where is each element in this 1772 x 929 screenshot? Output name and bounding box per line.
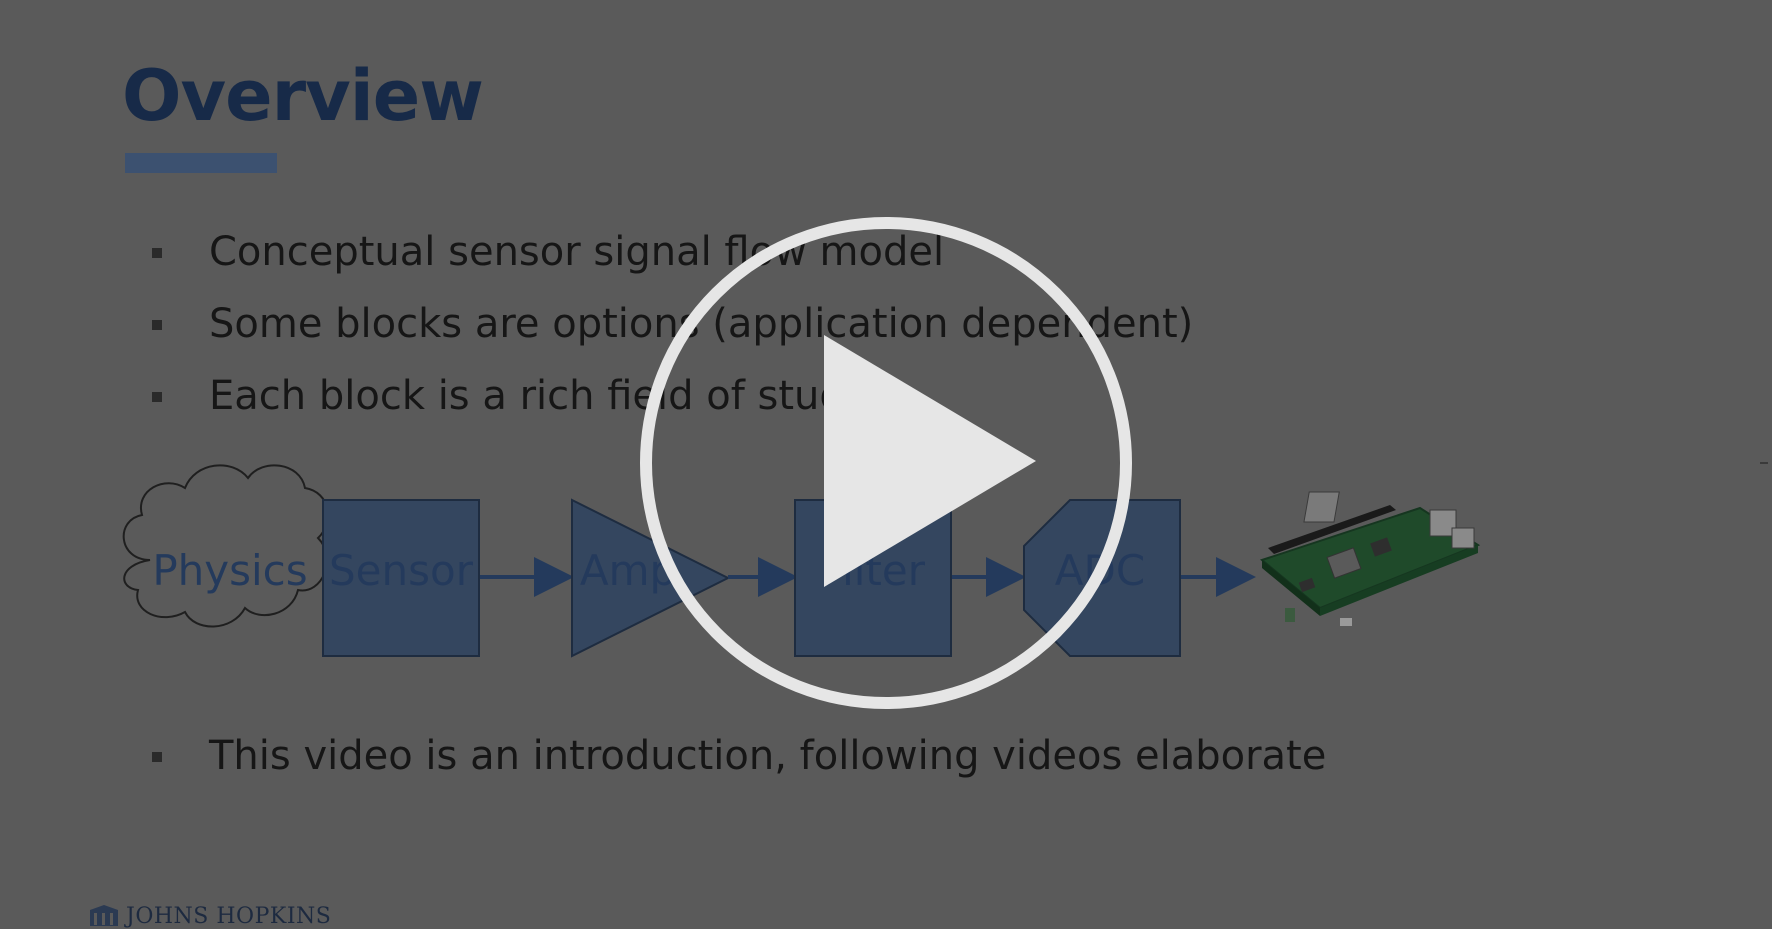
raspberry-pi-board-icon bbox=[1259, 491, 1481, 626]
edge-mark bbox=[1760, 462, 1768, 464]
play-button[interactable] bbox=[636, 213, 1136, 713]
bullet-text: This video is an introduction, following… bbox=[209, 733, 1327, 779]
amp-block: Amp bbox=[571, 498, 731, 658]
johns-hopkins-logo: JOHNS HOPKINS bbox=[88, 903, 332, 929]
university-shield-icon bbox=[90, 905, 118, 926]
logo-text: JOHNS HOPKINS bbox=[126, 903, 332, 929]
physics-cloud: Physics bbox=[122, 464, 329, 628]
bullet-marker bbox=[152, 320, 162, 330]
slide-title: Overview bbox=[122, 55, 484, 137]
title-underline bbox=[125, 153, 277, 173]
bullet-text: Each block is a rich field of study bbox=[209, 373, 869, 419]
play-icon bbox=[824, 335, 1036, 587]
play-ring bbox=[640, 217, 1132, 709]
block-label-physics: Physics bbox=[152, 546, 307, 595]
block-label-sensor: Sensor bbox=[329, 546, 474, 595]
bullet-marker bbox=[152, 392, 162, 402]
sensor-block: Sensor bbox=[322, 499, 480, 657]
bullet-marker bbox=[152, 752, 162, 762]
bullet-marker bbox=[152, 248, 162, 258]
